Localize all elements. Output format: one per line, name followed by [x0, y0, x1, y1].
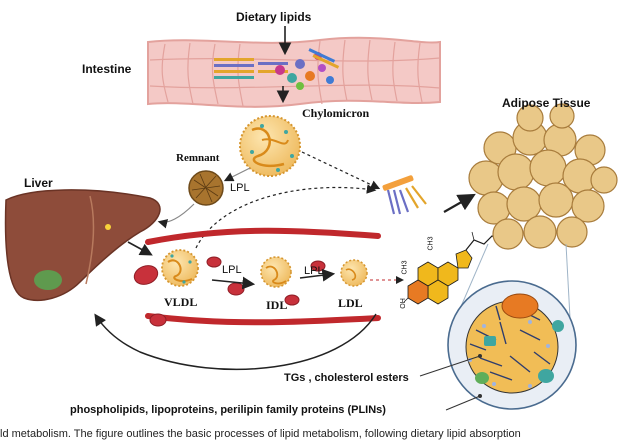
red-blood-cells [133, 256, 326, 327]
idl-to-ldl-arrow [299, 268, 336, 282]
dietary-lipid-molecules [214, 48, 340, 90]
lpl-vldl-idl-label: LPL [222, 264, 242, 276]
intestine-label: Intestine [82, 62, 132, 76]
vldl-label: VLDL [164, 295, 198, 309]
vldl-to-idl-arrow [211, 276, 256, 290]
lpl-idl-ldl-label: LPL [304, 265, 324, 277]
chylomicron-label: Chylomicron [302, 106, 370, 120]
liver-to-vldl-arrow [127, 241, 153, 256]
lipid-droplet-zoom [447, 280, 577, 410]
fatty-acids-to-adipose-arrow [443, 193, 476, 213]
remnant-to-liver-arrow [157, 203, 195, 229]
liver-illustration [4, 189, 161, 301]
chylomicron-particle [239, 115, 301, 177]
adipose-tissue-label: Adipose Tissue [502, 96, 591, 110]
adipose-tissue-cluster [468, 103, 618, 250]
cholesterol-molecule [403, 230, 511, 305]
vldl-particle [161, 249, 199, 287]
remnant-particle [188, 170, 224, 206]
idl-label: IDL [266, 298, 288, 312]
ch3-left-label: CH3 [401, 260, 409, 275]
ldl-label: LDL [338, 296, 363, 310]
chylomicron-to-remnant-arrow [223, 167, 251, 182]
ldl-particle [340, 259, 368, 287]
lpl-remnant-label: LPL [230, 182, 250, 194]
remnant-label: Remnant [176, 152, 220, 164]
fatty-acids-icon [382, 175, 427, 215]
liver-to-fatty-acids-arrow [195, 184, 377, 249]
phospholipids-callout-line [445, 395, 481, 411]
figure-caption: ld metabolism. The figure outlines the b… [0, 428, 521, 440]
idl-particle [260, 256, 292, 288]
intestine-illustration [147, 36, 441, 108]
chylomicron-to-fatty-acids-arrow [301, 151, 381, 190]
ch3-top-label: CH3 [427, 236, 435, 251]
tgs-cholesterol-esters-label: TGs , cholesterol esters [284, 372, 409, 384]
oh-label: OH [399, 298, 407, 309]
zoom-line-right [565, 243, 571, 319]
dietary-lipids-label: Dietary lipids [236, 10, 312, 24]
ldl-to-liver-return-arrow [94, 313, 377, 371]
tgs-callout-line [419, 355, 481, 377]
liver-label: Liver [24, 176, 53, 190]
phospholipids-label: phospholipids, lipoproteins, perilipin f… [70, 404, 386, 416]
blood-vessel [145, 227, 381, 326]
